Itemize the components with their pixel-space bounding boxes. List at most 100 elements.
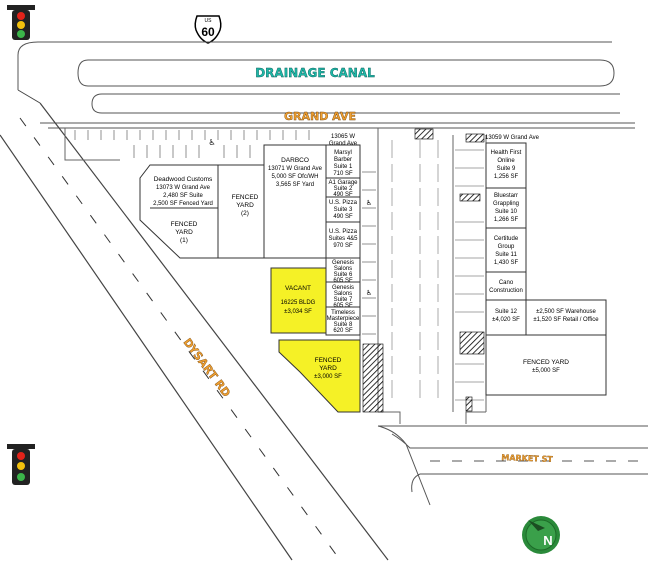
accessible-parking-icon: ♿ — [366, 199, 372, 207]
svg-text:±5,000 SF: ±5,000 SF — [532, 368, 560, 374]
svg-text:YARD: YARD — [175, 229, 193, 236]
svg-text:Suite 3: Suite 3 — [334, 207, 353, 213]
accessible-parking-icon: ♿ — [366, 289, 372, 297]
svg-text:3,565 SF Yard: 3,565 SF Yard — [276, 182, 314, 188]
svg-text:490 SF: 490 SF — [333, 214, 353, 220]
svg-text:Online: Online — [497, 158, 515, 164]
svg-text:(1): (1) — [180, 237, 188, 244]
dysart-rd — [0, 89, 389, 561]
svg-text:Masterpiece: Masterpiece — [327, 316, 360, 322]
svg-text:Timeless: Timeless — [331, 310, 355, 316]
svg-text:FENCED YARD: FENCED YARD — [523, 359, 569, 366]
unit-a1-garage: A1 Garage Suite 2 490 SF — [328, 180, 358, 198]
svg-text:Suite 1: Suite 1 — [334, 164, 353, 170]
svg-text:Genesis: Genesis — [332, 260, 354, 266]
svg-text:Marsyl: Marsyl — [334, 150, 352, 156]
svg-text:Group: Group — [498, 244, 515, 250]
svg-text:±4,020 SF: ±4,020 SF — [492, 317, 520, 323]
unit-fenced-yard-1: FENCED YARD (1) — [171, 221, 198, 244]
svg-text:±1,520 SF Retail / Office: ±1,520 SF Retail / Office — [533, 317, 599, 323]
svg-text:Bluestarr: Bluestarr — [494, 193, 518, 199]
address-13065: 13065 W Grand Ave — [329, 134, 358, 147]
vacant-unit-highlight — [270, 267, 327, 334]
unit-certitude-group: Certitude Group Suite 11 1,430 SF — [494, 236, 519, 266]
svg-text:VACANT: VACANT — [285, 285, 311, 292]
unit-health-first: Health First Online Suite 9 1,256 SF — [491, 150, 522, 180]
svg-text:1,430 SF: 1,430 SF — [494, 260, 519, 266]
svg-text:±3,000 SF: ±3,000 SF — [314, 374, 342, 380]
svg-text:Certitude: Certitude — [494, 236, 519, 242]
svg-text:490 SF: 490 SF — [333, 192, 353, 198]
svg-text:Barber: Barber — [334, 157, 352, 163]
svg-text:605 SF: 605 SF — [333, 303, 353, 309]
unit-marsyl-barber: Marsyl Barber Suite 1 710 SF — [333, 150, 353, 177]
svg-text:13071 W Grand Ave: 13071 W Grand Ave — [268, 166, 323, 172]
traffic-light-icon-bottom — [7, 444, 35, 485]
svg-text:Grand Ave: Grand Ave — [329, 141, 358, 147]
svg-text:Suite 12: Suite 12 — [495, 309, 518, 315]
svg-text:YARD: YARD — [319, 365, 337, 372]
central-building — [325, 144, 361, 336]
svg-text:Salons: Salons — [334, 291, 352, 297]
svg-text:13065 W: 13065 W — [331, 134, 355, 140]
unit-bluestarr-grappling: Bluestarr Grappling Suite 10 1,266 SF — [493, 193, 519, 223]
svg-text:620 SF: 620 SF — [333, 328, 353, 334]
svg-text:2,500 SF Fenced Yard: 2,500 SF Fenced Yard — [153, 201, 213, 207]
parking-stalls-left-column — [362, 171, 376, 335]
hatched-no-parking-areas — [362, 128, 485, 413]
svg-text:13073 W Grand Ave: 13073 W Grand Ave — [156, 185, 211, 191]
market-st-label: MARKET ST — [501, 453, 553, 464]
parking-stalls-top — [74, 130, 310, 158]
unit-fenced-yard-east: FENCED YARD ±5,000 SF — [523, 359, 569, 374]
svg-text:Suites 4&5: Suites 4&5 — [328, 236, 358, 242]
svg-text:Construction: Construction — [489, 288, 523, 294]
unit-fenced-yard-2: FENCED YARD (2) — [232, 194, 259, 217]
svg-text:Suite 2: Suite 2 — [334, 186, 353, 192]
unit-us-pizza-3: U.S. Pizza Suite 3 490 SF — [329, 200, 358, 220]
unit-timeless-masterpiece: Timeless Masterpiece Suite 8 620 SF — [327, 310, 360, 334]
svg-text:FENCED: FENCED — [171, 221, 198, 228]
accessible-parking-icon: ♿ — [208, 138, 215, 147]
svg-text:Suite 7: Suite 7 — [334, 297, 353, 303]
svg-text:Suite 9: Suite 9 — [497, 166, 516, 172]
svg-text:1,256 SF: 1,256 SF — [494, 174, 519, 180]
unit-vacant-fenced-yard: FENCED YARD ±3,000 SF — [314, 357, 342, 380]
unit-genesis-salons-7: Genesis Salons Suite 7 605 SF — [332, 285, 354, 309]
road-outlines — [17, 41, 635, 129]
drainage-canal-label: DRAINAGE CANAL — [255, 66, 375, 80]
svg-text:FENCED: FENCED — [315, 357, 342, 364]
svg-text:5,000 SF Ofc/WH: 5,000 SF Ofc/WH — [271, 174, 318, 180]
svg-text:605 SF: 605 SF — [333, 278, 353, 284]
market-st — [377, 425, 648, 506]
svg-text:YARD: YARD — [236, 202, 254, 209]
parking-stalls-middle — [391, 140, 484, 401]
svg-text:Suite 6: Suite 6 — [334, 272, 353, 278]
svg-text:DARBCO: DARBCO — [281, 157, 309, 164]
svg-text:Suite 8: Suite 8 — [334, 322, 353, 328]
svg-text:Suite 10: Suite 10 — [495, 209, 518, 215]
unit-us-pizza-45: U.S. Pizza Suites 4&5 970 SF — [328, 229, 358, 249]
svg-text:A1 Garage: A1 Garage — [328, 180, 358, 186]
svg-text:Deadwood Customs: Deadwood Customs — [154, 176, 213, 183]
address-13059: 13059 W Grand Ave — [485, 135, 540, 141]
svg-text:2,480 SF Suite: 2,480 SF Suite — [163, 193, 203, 199]
east-building — [485, 142, 607, 396]
svg-text:710 SF: 710 SF — [333, 171, 353, 177]
svg-text:U.S. Pizza: U.S. Pizza — [329, 229, 358, 235]
shield-number: 60 — [201, 25, 215, 39]
svg-text:Cano: Cano — [499, 280, 514, 286]
svg-text:Salons: Salons — [334, 266, 352, 272]
svg-text:Grappling: Grappling — [493, 201, 519, 207]
svg-text:±3,034 SF: ±3,034 SF — [284, 309, 312, 315]
vacant-fenced-yard-highlight — [278, 339, 361, 413]
svg-text:16225 BLDG: 16225 BLDG — [281, 300, 316, 306]
shield-label: US — [205, 18, 213, 24]
svg-text:FENCED: FENCED — [232, 194, 259, 201]
svg-text:Health First: Health First — [491, 150, 522, 156]
traffic-light-icon-top — [7, 5, 35, 40]
unit-deadwood-customs: Deadwood Customs 13073 W Grand Ave 2,480… — [153, 176, 213, 207]
west-building — [139, 144, 360, 259]
unit-warehouse: ±2,500 SF Warehouse ±1,520 SF Retail / O… — [533, 309, 599, 323]
svg-text:U.S. Pizza: U.S. Pizza — [329, 200, 358, 206]
unit-vacant: VACANT 16225 BLDG ±3,034 SF — [281, 285, 316, 315]
